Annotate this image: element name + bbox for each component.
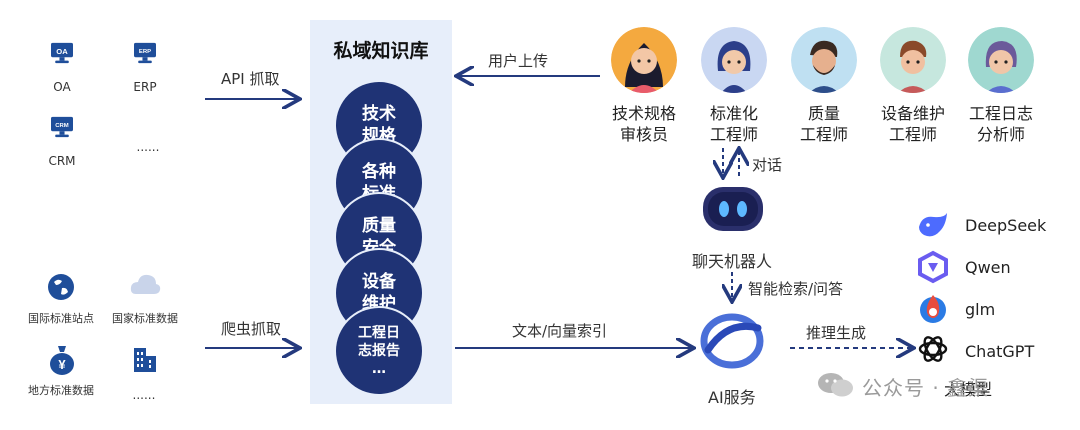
deepseek-icon — [919, 213, 947, 237]
avatar-maintenance-engineer — [880, 27, 946, 93]
avatar-spec-reviewer — [611, 27, 677, 93]
source-local-label: 地方标准数据 — [28, 384, 94, 397]
edge-crawler-label: 爬虫抓取 — [221, 320, 282, 338]
role-quality-engineer-label: 质量 工程师 — [799, 104, 848, 144]
edge-dialog-label: 对话 — [752, 156, 783, 174]
source-crm-label: CRM — [48, 154, 76, 168]
model-qwen-label: Qwen — [965, 258, 1011, 277]
qwen-icon — [918, 250, 948, 284]
model-chatgpt-label: ChatGPT — [965, 342, 1035, 361]
avatar-standard-engineer — [701, 27, 767, 93]
knowledge-base-title: 私域知识库 — [333, 40, 429, 62]
avatar-log-analyst — [968, 27, 1034, 93]
glm-icon — [920, 295, 946, 323]
erp-icon: ERP — [134, 42, 156, 64]
money-bag-icon: ¥ — [50, 346, 74, 375]
edge-upload-label: 用户上传 — [488, 52, 549, 70]
avatar-quality-engineer — [791, 27, 857, 93]
edge-retrieval-label: 智能检索/问答 — [748, 280, 844, 298]
model-deepseek-label: DeepSeek — [965, 216, 1047, 235]
kb-item-logs: 工程日 志报告 … — [336, 308, 422, 394]
sources-top-ellipsis: ...... — [136, 140, 160, 154]
sources-bottom-ellipsis: ...... — [132, 388, 156, 402]
oa-icon: OA — [51, 42, 73, 64]
knowledge-base-panel: 私域知识库 技术 规格 各种 标准 质量 安全 设备 维护 工程日 志报告 … — [310, 20, 452, 404]
svg-text:OA: OA — [56, 47, 68, 56]
svg-text:CRM: CRM — [55, 123, 69, 129]
model-glm-label: glm — [965, 300, 996, 319]
building-icon — [134, 348, 156, 372]
chatbot-label: 聊天机器人 — [692, 252, 773, 271]
crm-icon: CRM — [51, 116, 73, 138]
models-caption: 大模型 — [944, 380, 993, 399]
edge-index-label: 文本/向量索引 — [512, 322, 608, 340]
watermark-text: 公众号 · 鑫渠 — [862, 376, 990, 400]
chatgpt-icon — [918, 336, 948, 362]
svg-text:¥: ¥ — [58, 357, 66, 372]
edge-generate-label: 推理生成 — [806, 324, 867, 342]
wechat-icon — [818, 373, 853, 397]
source-erp-label: ERP — [133, 80, 157, 94]
role-spec-reviewer-label: 技术规格 审核员 — [611, 104, 676, 144]
ai-service-icon — [700, 313, 764, 369]
svg-text:ERP: ERP — [139, 49, 151, 55]
source-intl-label: 国际标准站点 — [28, 312, 94, 325]
role-log-analyst-label: 工程日志 分析师 — [968, 104, 1033, 144]
source-national-label: 国家标准数据 — [112, 312, 178, 325]
role-standard-engineer-label: 标准化 工程师 — [709, 104, 758, 144]
role-maintenance-engineer-label: 设备维护 工程师 — [880, 104, 945, 144]
globe-icon — [48, 274, 74, 300]
source-oa-label: OA — [53, 80, 71, 94]
ai-service-label: AI服务 — [708, 388, 756, 407]
edge-api-label: API 抓取 — [221, 70, 280, 88]
cloud-icon — [130, 274, 161, 294]
robot-icon — [703, 187, 763, 231]
kb-item-label: 工程日 志报告 … — [358, 325, 400, 377]
